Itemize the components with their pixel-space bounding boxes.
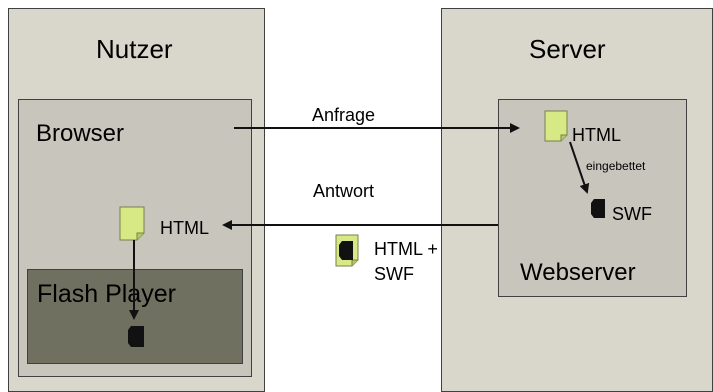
webserver-html-document-icon: [544, 110, 568, 142]
webserver-swf-file-icon: [591, 199, 605, 218]
server-title: Server: [529, 34, 606, 64]
payload-document-icon: [335, 234, 359, 267]
flash-player-title: Flash Player: [37, 280, 176, 308]
browser-title: Browser: [36, 120, 125, 147]
response-label: Antwort: [313, 181, 375, 201]
response-payload-line1: HTML +: [374, 239, 438, 259]
request-label: Anfrage: [312, 105, 376, 125]
response-payload-line2: SWF: [374, 264, 414, 284]
webserver-embedded-label: eingebettet: [586, 159, 646, 173]
browser-html-label: HTML: [160, 218, 209, 238]
webserver-html-label: HTML: [572, 125, 621, 145]
browser-html-document-icon: [119, 206, 145, 241]
flash-player-swf-file-icon: [128, 326, 144, 347]
nutzer-title: Nutzer: [96, 34, 173, 64]
webserver-panel: [498, 99, 687, 297]
webserver-swf-label: SWF: [612, 204, 652, 224]
embedded-arrow: [569, 141, 590, 194]
webserver-title: Webserver: [520, 259, 636, 286]
